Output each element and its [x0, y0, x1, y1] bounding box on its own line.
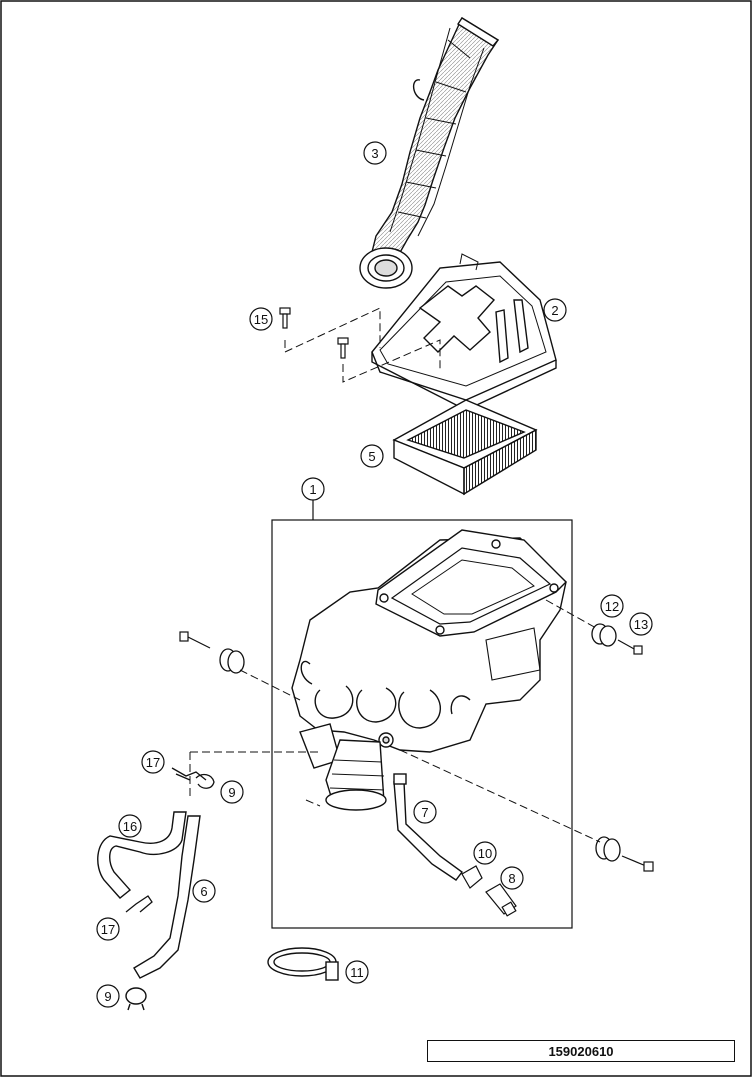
clip-part-17-upper [171, 767, 207, 781]
bolt-left [179, 631, 211, 649]
bolt-part-13 [617, 639, 643, 655]
hose-part-7 [393, 773, 463, 881]
svg-text:17: 17 [101, 922, 115, 937]
svg-text:16: 16 [123, 819, 137, 834]
svg-text:17: 17 [146, 755, 160, 770]
leader-15-a [284, 307, 381, 353]
callout-3: 3 [363, 141, 387, 165]
callout-9-upper: 9 [220, 780, 244, 804]
leader-left-grommet [239, 669, 301, 701]
svg-text:11: 11 [350, 965, 364, 980]
clamp-part-11 [267, 947, 339, 981]
svg-text:6: 6 [200, 884, 207, 899]
snorkel-part-3 [359, 16, 500, 289]
callout-16: 16 [118, 814, 142, 838]
intake-boot [299, 723, 387, 811]
svg-text:2: 2 [551, 303, 558, 318]
callout-15: 15 [249, 307, 273, 331]
hose-part-6 [133, 815, 201, 979]
svg-text:7: 7 [421, 805, 428, 820]
callout-13: 13 [629, 612, 653, 636]
callout-12: 12 [600, 594, 624, 618]
clip-part-10 [461, 865, 483, 889]
screw-part-15-b [337, 337, 349, 359]
svg-text:9: 9 [228, 785, 235, 800]
airbox-cover-part-2 [371, 253, 557, 411]
leader-15-b [342, 339, 441, 383]
svg-text:5: 5 [368, 449, 375, 464]
part-1-group-box [271, 519, 573, 929]
callout-10: 10 [473, 841, 497, 865]
callout-6: 6 [192, 879, 216, 903]
clip-part-17-lower [125, 895, 153, 913]
callout-7: 7 [413, 800, 437, 824]
diagram-code-label: 159020610 [427, 1040, 735, 1062]
airbox-body-part-1 [291, 529, 567, 753]
leader-right-grommet [399, 749, 601, 843]
grommet-part-12 [591, 623, 617, 647]
svg-text:1: 1 [309, 482, 316, 497]
bolt-right-lower [621, 855, 654, 872]
svg-text:3: 3 [371, 146, 378, 161]
grommet-right-lower [595, 836, 621, 862]
air-filter-part-5 [392, 399, 538, 496]
diagram-code-text: 159020610 [548, 1043, 614, 1059]
hose-part-16 [97, 811, 187, 899]
valve-part-8 [485, 883, 517, 917]
clamp-part-9-upper [195, 773, 215, 789]
leader-clip-17 [189, 751, 321, 807]
svg-text:13: 13 [634, 617, 648, 632]
svg-text:10: 10 [478, 846, 492, 861]
screw-part-15-a [279, 307, 291, 329]
svg-text:15: 15 [254, 312, 268, 327]
callout-11: 11 [345, 960, 369, 984]
svg-text:8: 8 [508, 871, 515, 886]
callout-5: 5 [360, 444, 384, 468]
grommet-left [219, 648, 245, 674]
svg-text:12: 12 [605, 599, 619, 614]
callout-17-upper: 17 [141, 750, 165, 774]
svg-text:9: 9 [104, 989, 111, 1004]
callout-17-lower: 17 [96, 917, 120, 941]
callout-1: 1 [301, 477, 325, 501]
callout-2: 2 [543, 298, 567, 322]
clamp-part-9-lower [125, 987, 147, 1011]
callout-8: 8 [500, 866, 524, 890]
leader-12 [545, 599, 597, 629]
callout-9-lower: 9 [96, 984, 120, 1008]
